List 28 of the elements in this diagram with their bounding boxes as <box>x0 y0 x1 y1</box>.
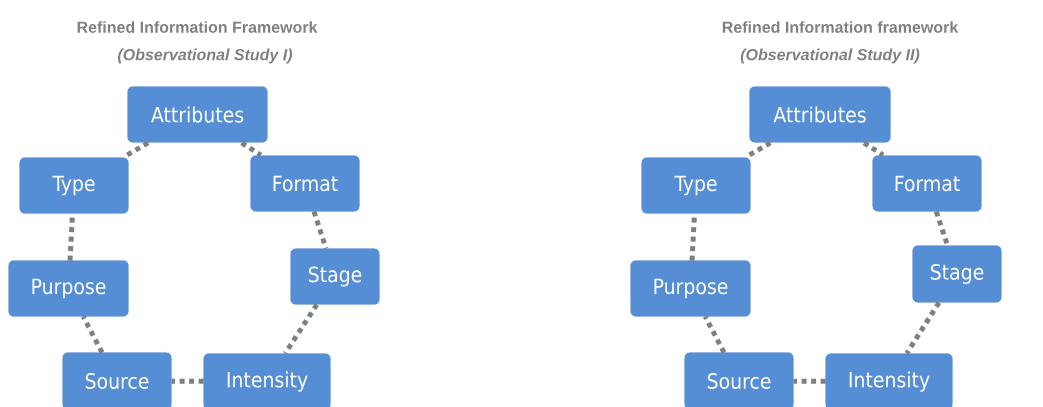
process-box: Type <box>18 156 130 215</box>
heading: Refined Information framework <box>722 21 959 33</box>
process-box: Source <box>683 351 795 407</box>
process-box: Format <box>871 154 983 213</box>
process-box: Source <box>61 351 173 407</box>
process-box: Stage <box>911 244 1003 304</box>
process-box: Intensity <box>202 352 332 407</box>
dotted-connector <box>793 378 826 384</box>
process-box: Intensity <box>824 352 954 407</box>
process-box: Type <box>640 156 752 215</box>
dotted-connector <box>904 301 942 355</box>
heading: Refined Information Framework <box>77 21 318 33</box>
process-box: Attributes <box>748 85 892 144</box>
dotted-connector <box>171 378 204 384</box>
dotted-connector <box>311 210 329 250</box>
dotted-connector <box>283 303 319 355</box>
subheading: (Observational Study I) <box>118 48 293 64</box>
subheading: (Observational Study II) <box>740 48 920 64</box>
dotted-connector <box>933 210 950 247</box>
process-box: Stage <box>289 247 381 306</box>
process-box: Format <box>249 154 361 213</box>
process-box: Attributes <box>126 85 269 144</box>
dotted-connector <box>862 140 885 158</box>
dotted-connector <box>702 315 727 354</box>
process-box: Purpose <box>7 259 130 318</box>
dotted-connector <box>80 315 105 354</box>
dotted-connector <box>240 140 263 158</box>
process-box: Purpose <box>629 259 752 318</box>
